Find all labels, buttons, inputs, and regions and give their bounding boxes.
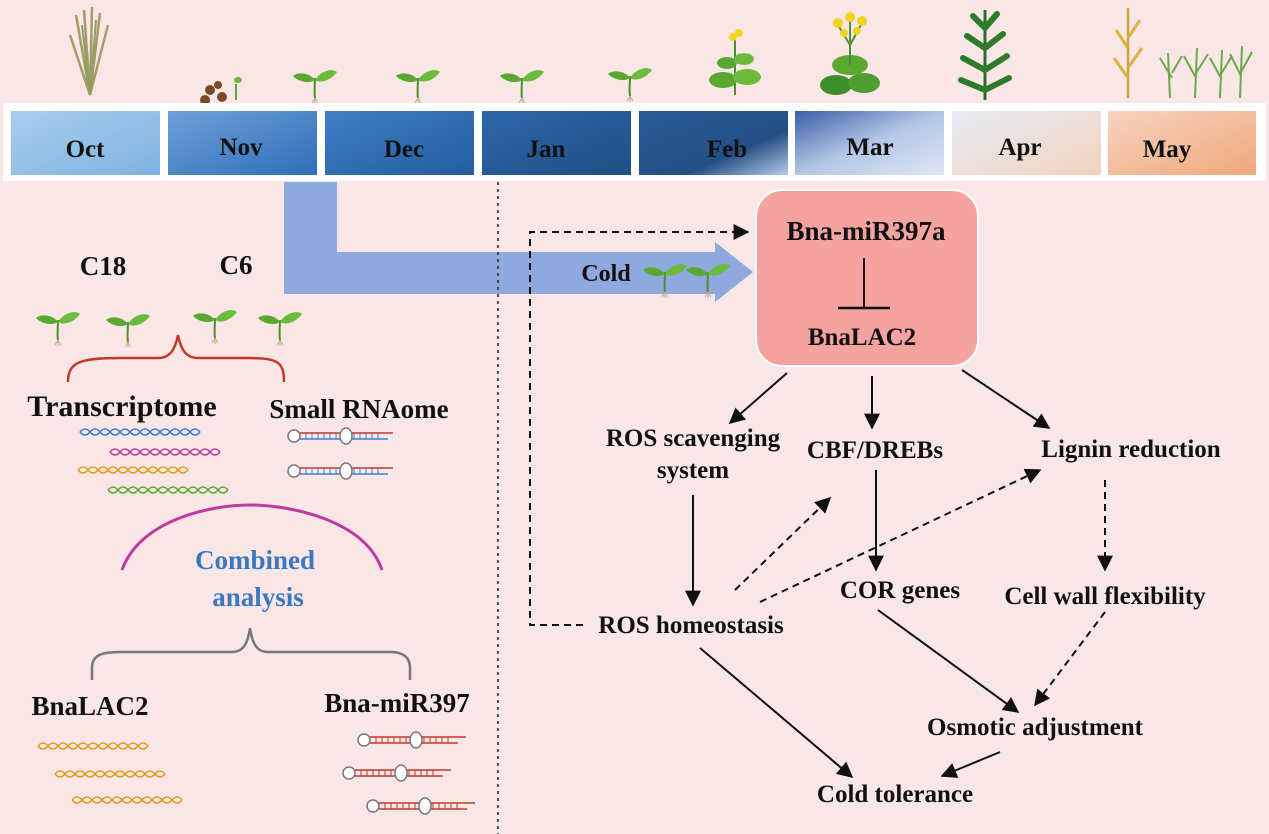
dashed-arrow-homeostasis-to-cbf [734,496,832,591]
cold-label: Cold [581,261,631,287]
target-gene-label: BnaLAC2 [808,324,916,351]
month-cell-apr [952,111,1101,175]
mirna-label: Bna-miR397a [786,216,946,246]
cor-genes-label: COR genes [840,577,960,604]
arrow-to-lignin [961,369,1051,429]
dashed-arrow-homeostasis-to-lignin [759,468,1042,603]
may-mature-plant-icon [1112,8,1144,98]
c18-seedling-icon-2 [105,313,151,349]
feedback-dashed-arrow [529,224,750,626]
ros-scavenging-label-line2: system [657,457,729,484]
dec-seedling-icon [292,69,338,105]
combined-label-line2: analysis [212,582,304,612]
month-timeline: Oct Nov Dec Jan Feb Mar Apr May [11,111,1256,175]
c18-seedling-icon-1 [35,311,81,347]
timeline-plants [68,6,1253,105]
small-rna-hairpin-icons [287,427,393,480]
month-cell-jan [482,111,631,175]
cold-tolerance-label: Cold tolerance [817,781,973,808]
month-cell-may [1108,111,1256,175]
cbf-drebs-label: CBF/DREBs [807,437,943,464]
samples-brace [66,334,286,383]
combined-arc [120,503,384,571]
c6-seedling-icon-2 [257,311,303,347]
oct-mature-plant-icon [68,6,110,96]
arrow-to-ros-scavenging [728,372,788,425]
result-brace [90,627,412,680]
month-cell-oct [11,111,160,175]
arrow-osmotic-to-cold-tolerance [940,751,1001,778]
month-cell-mar [795,111,944,175]
month-label-nov: Nov [219,134,263,161]
may-young-grass-icon [1159,45,1253,99]
month-label-may: May [1143,136,1192,163]
month-label-jan: Jan [527,136,566,163]
may-flowering-rapeseed-icon [820,12,880,95]
transcriptome-label: Transcriptome [27,390,216,423]
month-label-feb: Feb [707,136,747,163]
regulation-module-box [755,189,979,367]
lignin-reduction-label: Lignin reduction [1041,436,1221,463]
bnalac2-dna-icons [37,742,183,804]
left-bnalac2-label: BnaLAC2 [31,691,148,721]
left-bna-mir397-label: Bna-miR397 [324,688,470,718]
transcriptome-dna-icons [77,428,229,494]
c6-seedling-icon-1 [192,309,238,345]
ros-scavenging-label-line1: ROS scavenging [606,425,781,452]
month-cell-nov [168,111,317,175]
arrow-homeostasis-to-cold-tolerance [699,647,854,779]
mir397-hairpin-icons [342,731,475,815]
nov-seeds-icon [200,77,242,105]
osmotic-adjustment-label: Osmotic adjustment [927,714,1144,741]
c18-label: C18 [80,251,127,281]
mar-seedling-icon [607,67,653,103]
month-label-oct: Oct [66,136,106,163]
jan-seedling-icon [395,69,441,105]
month-label-dec: Dec [384,136,424,163]
cold-exposure-arrow [284,182,753,302]
feb-seedling-icon [499,69,545,105]
combined-label-line1: Combined [195,545,315,575]
cell-wall-flexibility-label: Cell wall flexibility [1004,583,1206,610]
arrow-cor-to-osmotic [877,609,1020,713]
month-label-apr: Apr [998,134,1041,161]
dashed-arrow-cell-wall-to-osmotic [1034,611,1106,707]
ros-homeostasis-label: ROS homeostasis [598,612,784,639]
apr-flowering-plant-icon [709,29,761,95]
c6-label: C6 [220,250,253,280]
apr-leafy-plant-icon [958,10,1012,100]
month-cell-dec [325,111,474,175]
small-rnaome-label: Small RNAome [269,394,448,424]
month-label-mar: Mar [846,134,893,161]
month-cell-feb [639,111,788,175]
